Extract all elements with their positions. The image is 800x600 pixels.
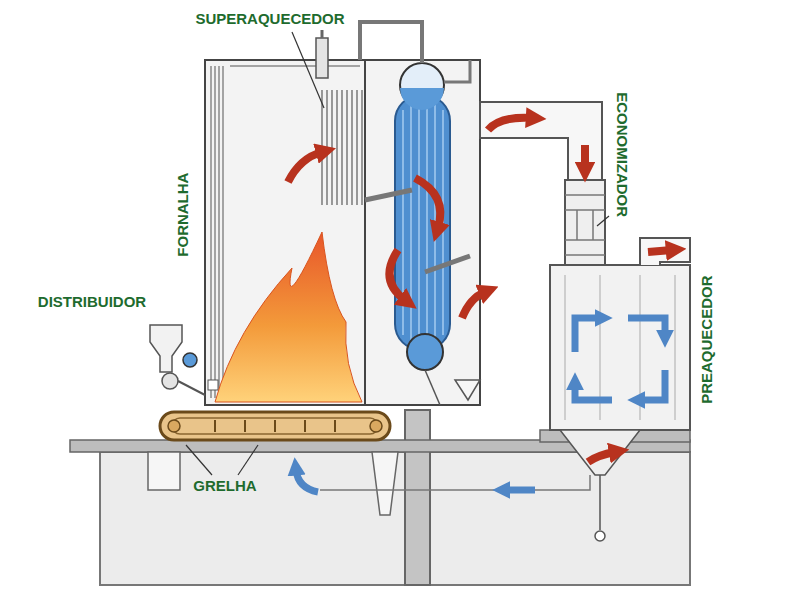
air-preheater [550,238,690,541]
flue-duct [480,102,602,180]
air-flow-arrow [296,318,665,492]
part-label: ECONOMIZADOR [613,93,630,218]
part-label: SUPERAQUECEDOR [195,10,344,27]
part-label: FORNALHA [174,173,191,257]
foundation [70,410,690,585]
boiler-bank [360,22,480,405]
furnace-casing [183,60,365,405]
part-label: PREAQUECEDOR [697,276,714,404]
part-label: GRELHA [193,477,256,494]
superheater-tubes [316,30,362,205]
economizer [565,180,605,265]
leader-line [597,216,609,226]
travelling-grate [160,412,390,440]
coal-distributor [150,325,205,395]
leader-line [292,32,324,108]
part-label: DISTRIBUIDOR [38,293,146,310]
air-duct [320,475,590,490]
flame [215,232,362,402]
leader-line [186,445,258,475]
